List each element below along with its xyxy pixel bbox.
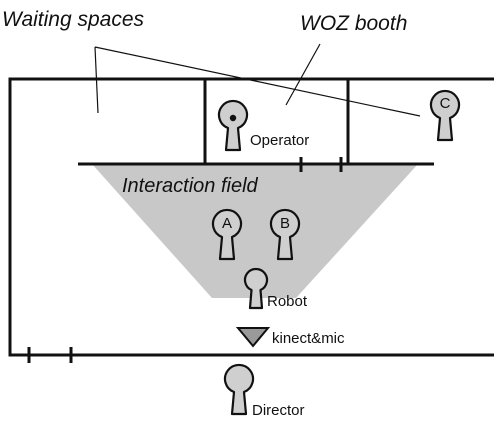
waiting-leader-2 bbox=[94, 46, 421, 117]
kinect-sensor-icon bbox=[235, 327, 271, 348]
operator-person-icon bbox=[217, 99, 249, 152]
robot-label: Robot bbox=[267, 293, 308, 310]
interaction-field-area bbox=[92, 164, 418, 298]
robot-icon bbox=[243, 267, 269, 310]
director-label: Director bbox=[252, 402, 305, 419]
woz-booth-label: WOZ booth bbox=[300, 12, 407, 35]
director-person-icon bbox=[223, 363, 255, 416]
waiting-leader-1 bbox=[94, 46, 99, 114]
person-b-letter: B bbox=[280, 215, 290, 232]
woz-leader bbox=[285, 43, 321, 106]
interaction-field-label: Interaction field bbox=[122, 175, 259, 197]
kinect-mic-label: kinect&mic bbox=[272, 330, 345, 347]
person-a-letter: A bbox=[222, 215, 232, 232]
operator-label: Operator bbox=[250, 132, 309, 149]
room-outline bbox=[8, 77, 494, 357]
person-c-letter: C bbox=[440, 95, 451, 112]
waiting-spaces-label: Waiting spaces bbox=[2, 8, 145, 31]
